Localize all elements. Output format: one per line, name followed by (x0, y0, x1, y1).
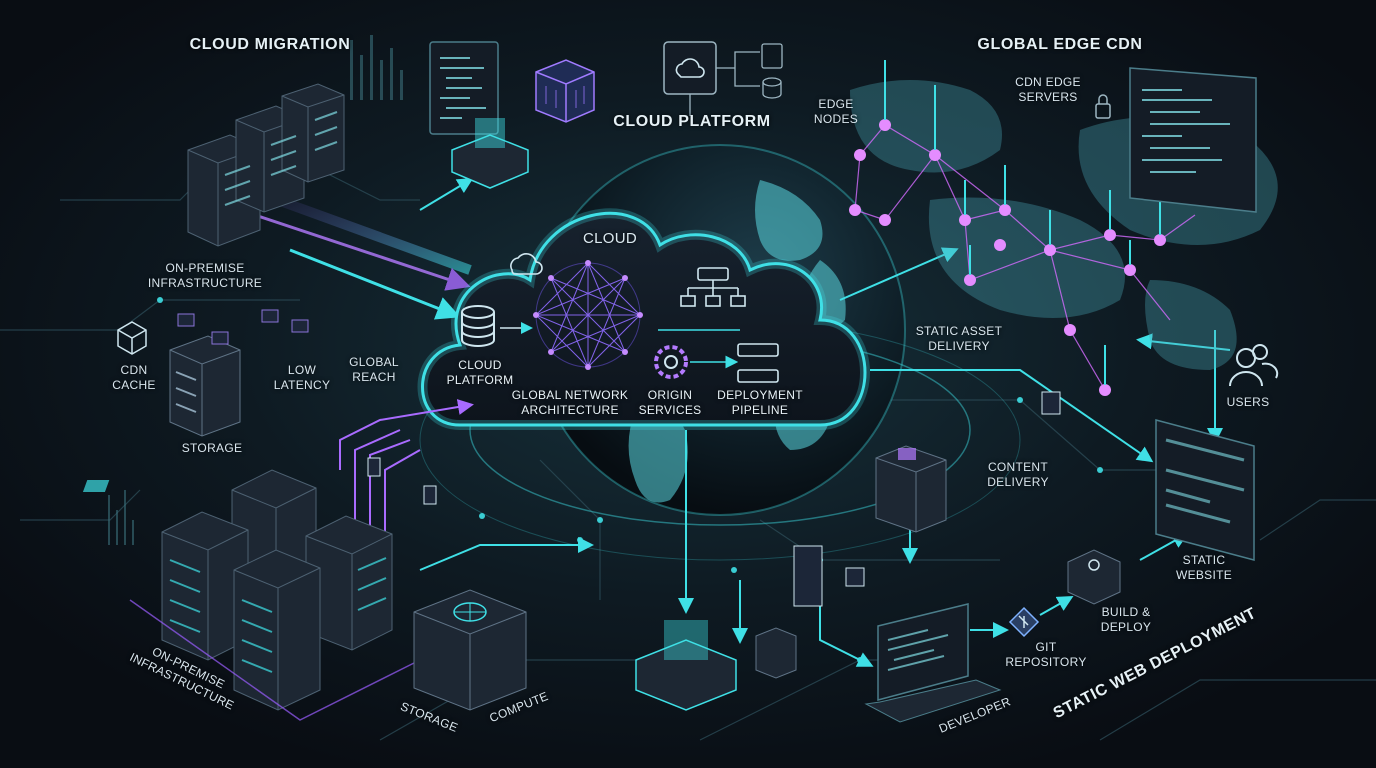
server-cluster (82, 469, 393, 711)
git-icon (1008, 606, 1040, 638)
content-delivery-label: CONTENT DELIVERY (987, 460, 1049, 489)
top-platform (451, 118, 529, 189)
cloud-platform-box (663, 41, 783, 116)
low-latency-label: LOW LATENCY (273, 363, 331, 392)
code-monitor-right (1129, 67, 1257, 213)
users-label: USERS (1226, 395, 1270, 409)
gear-icon (654, 345, 688, 379)
git-repository-label: GIT REPOSITORY (1005, 640, 1087, 669)
edge-arrows (419, 177, 1231, 667)
origin-services-label: ORIGIN SERVICES (638, 388, 702, 417)
global-network-architecture-label: GLOBAL NETWORK ARCHITECTURE (511, 388, 629, 417)
cloud-platform-label: CLOUD PLATFORM (446, 358, 514, 387)
cdn-cache-label: CDN CACHE (112, 363, 156, 392)
flowchart-icon (680, 267, 746, 307)
cube-icon (535, 59, 595, 123)
cloud-icon (510, 253, 543, 275)
build-deploy-stack (1067, 549, 1121, 605)
mesh-nodes (533, 260, 643, 370)
laptop-icon (864, 603, 1002, 723)
data-cards (177, 309, 309, 345)
browser-window-icon (1155, 419, 1255, 561)
on-premise-infrastructure-top-label: ON-PREMISE INFRASTRUCTURE (147, 261, 263, 290)
data-bars (108, 35, 403, 545)
edge-nodes (849, 119, 1166, 396)
pipeline-icon (658, 329, 779, 383)
storage-server-left (169, 335, 241, 437)
cdn-cache-cube (117, 321, 147, 355)
server-rack-icon (187, 83, 345, 247)
deployment-pipeline-label: DEPLOYMENT PIPELINE (717, 388, 803, 417)
users-icon (1229, 344, 1279, 387)
cloud-shape (417, 208, 870, 430)
edge-nodes-label: EDGE NODES (813, 97, 859, 126)
static-asset-delivery-label: STATIC ASSET DELIVERY (915, 324, 1003, 353)
cluster-base (129, 599, 421, 721)
static-website-label: STATIC WEBSITE (1175, 553, 1233, 582)
database-icon (461, 305, 495, 347)
section-cloud-migration: CLOUD MIGRATION (189, 36, 351, 53)
section-global-edge-cdn: GLOBAL EDGE CDN (977, 36, 1143, 53)
cdn-edge-servers-label: CDN EDGE SERVERS (1015, 75, 1081, 104)
compute-unit (413, 589, 527, 711)
edge-tower-icon (884, 60, 1161, 385)
bottom-platform (635, 620, 737, 711)
doc-cards (367, 391, 1061, 607)
cloud-title: CLOUD (582, 230, 637, 247)
small-stack (755, 627, 797, 679)
global-reach-label: GLOBAL REACH (349, 355, 399, 384)
build-deploy-label: BUILD & DEPLOY (1100, 605, 1152, 634)
code-monitor-top (429, 41, 499, 135)
storage-left-label: STORAGE (181, 441, 243, 455)
world-map (850, 80, 1278, 370)
section-cloud-platform: CLOUD PLATFORM (613, 113, 771, 130)
content-delivery-server (875, 445, 947, 533)
lock-icon (1095, 94, 1111, 119)
